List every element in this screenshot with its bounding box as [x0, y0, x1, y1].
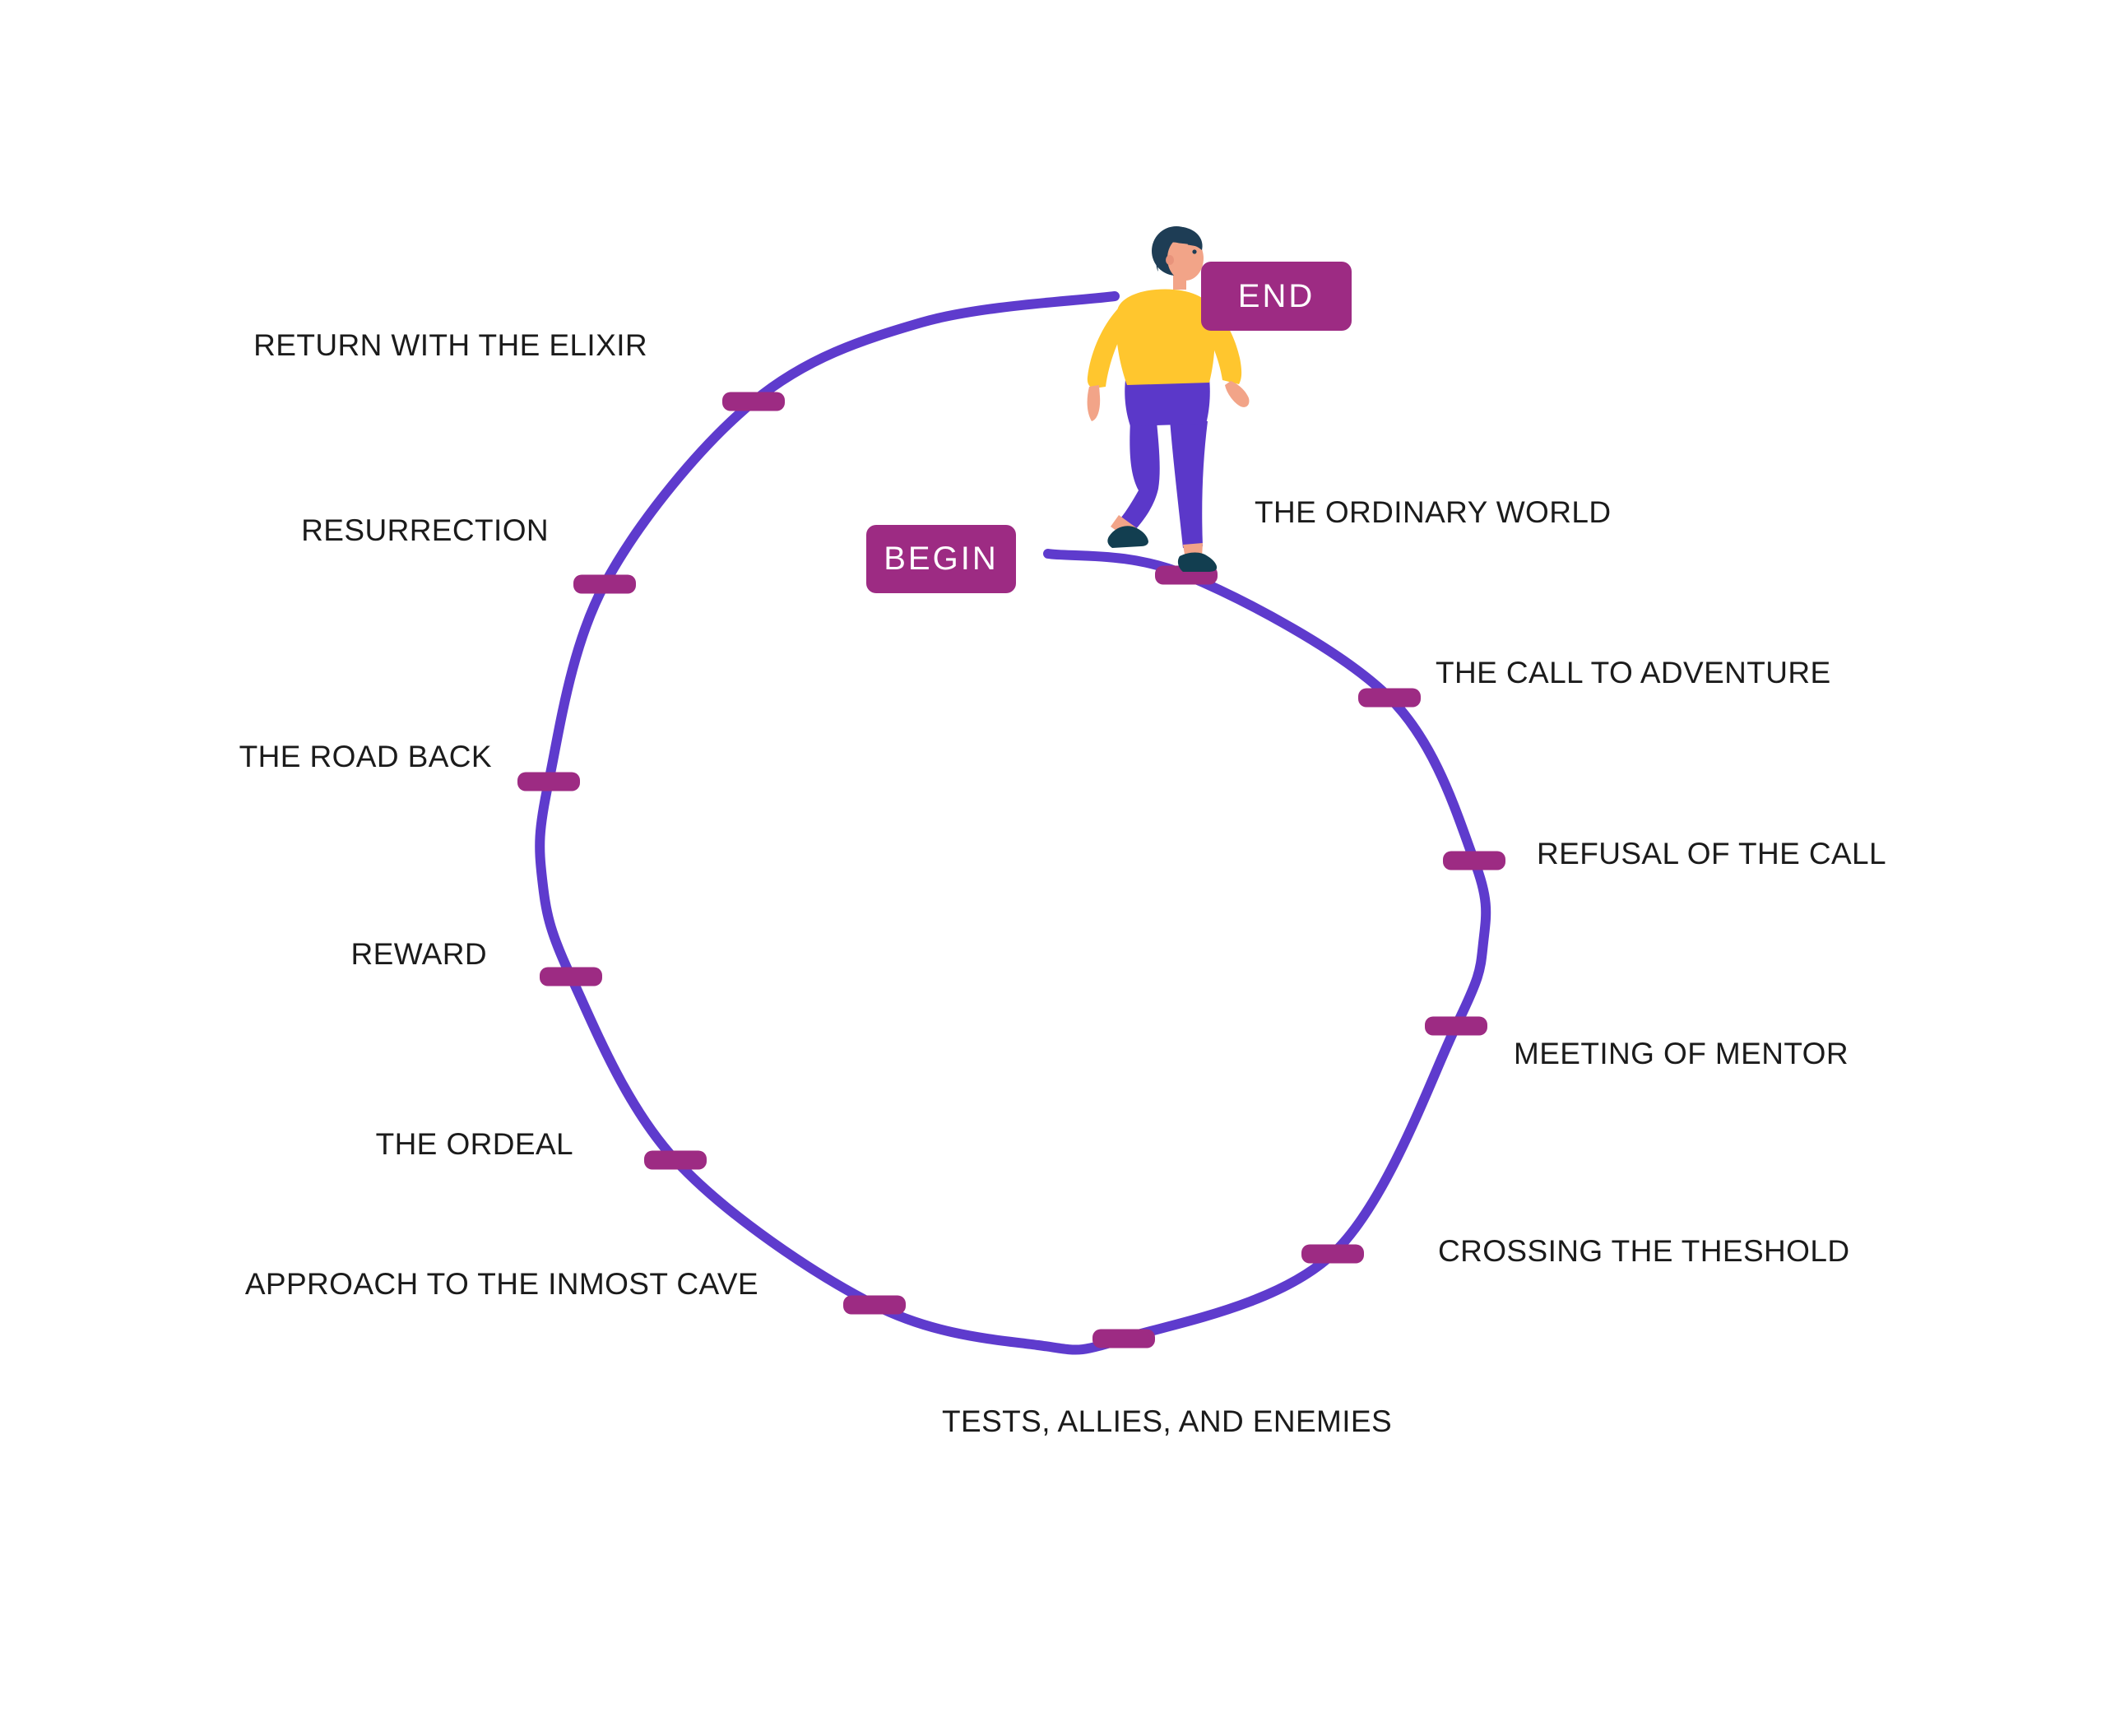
begin-button[interactable]: BEGIN	[866, 525, 1016, 593]
stage-label-7: APPROACH TO THE INMOST CAVE	[244, 1267, 758, 1301]
stage-tick-5	[1301, 1244, 1364, 1264]
stage-label-9: REWARD	[350, 937, 487, 971]
stage-tick-9	[540, 967, 602, 986]
stage-tick-2	[1358, 688, 1421, 708]
person-back-hand	[1087, 385, 1101, 421]
person-front-shoe	[1177, 552, 1218, 572]
stage-tick-6	[1092, 1329, 1155, 1348]
person-eye	[1192, 249, 1197, 254]
stage-label-11: RESURRECTION	[301, 513, 549, 547]
person-face	[1167, 236, 1204, 281]
stage-tick-4	[1425, 1016, 1487, 1036]
person-front-hand	[1225, 381, 1250, 407]
stage-tick-7	[843, 1295, 906, 1315]
stage-tick-10	[517, 772, 580, 791]
stage-label-3: REFUSAL OF THE CALL	[1537, 837, 1886, 870]
stage-label-10: THE ROAD BACK	[239, 740, 492, 773]
journey-path	[535, 291, 1491, 1355]
person-back-leg	[1120, 421, 1160, 530]
stage-label-12: RETURN WITH THE ELIXIR	[253, 328, 647, 362]
stage-tick-12	[722, 392, 785, 411]
end-button[interactable]: END	[1201, 262, 1352, 331]
person-eyebrow	[1187, 242, 1199, 247]
stage-label-6: TESTS, ALLIES, AND ENEMIES	[942, 1404, 1393, 1438]
person-back-shoe	[1107, 526, 1148, 548]
stage-label-5: CROSSING THE THESHOLD	[1438, 1234, 1850, 1268]
stage-tick-11	[573, 574, 636, 594]
person-ear	[1166, 255, 1174, 265]
stage-label-4: MEETING OF MENTOR	[1514, 1037, 1849, 1070]
stage-tick-8	[644, 1150, 707, 1170]
person-sweater	[1116, 289, 1215, 385]
person-hair-front	[1156, 226, 1203, 272]
stage-label-1: THE ORDINARY WORLD	[1255, 495, 1612, 529]
walking-person-illustration	[1087, 226, 1250, 572]
person-front-leg	[1170, 420, 1208, 548]
stage-label-2: THE CALL TO ADVENTURE	[1436, 656, 1831, 689]
person-hips	[1125, 378, 1210, 426]
stage-label-8: THE ORDEAL	[375, 1127, 573, 1161]
stage-ticks	[517, 392, 1505, 1348]
stage-tick-3	[1443, 851, 1505, 870]
